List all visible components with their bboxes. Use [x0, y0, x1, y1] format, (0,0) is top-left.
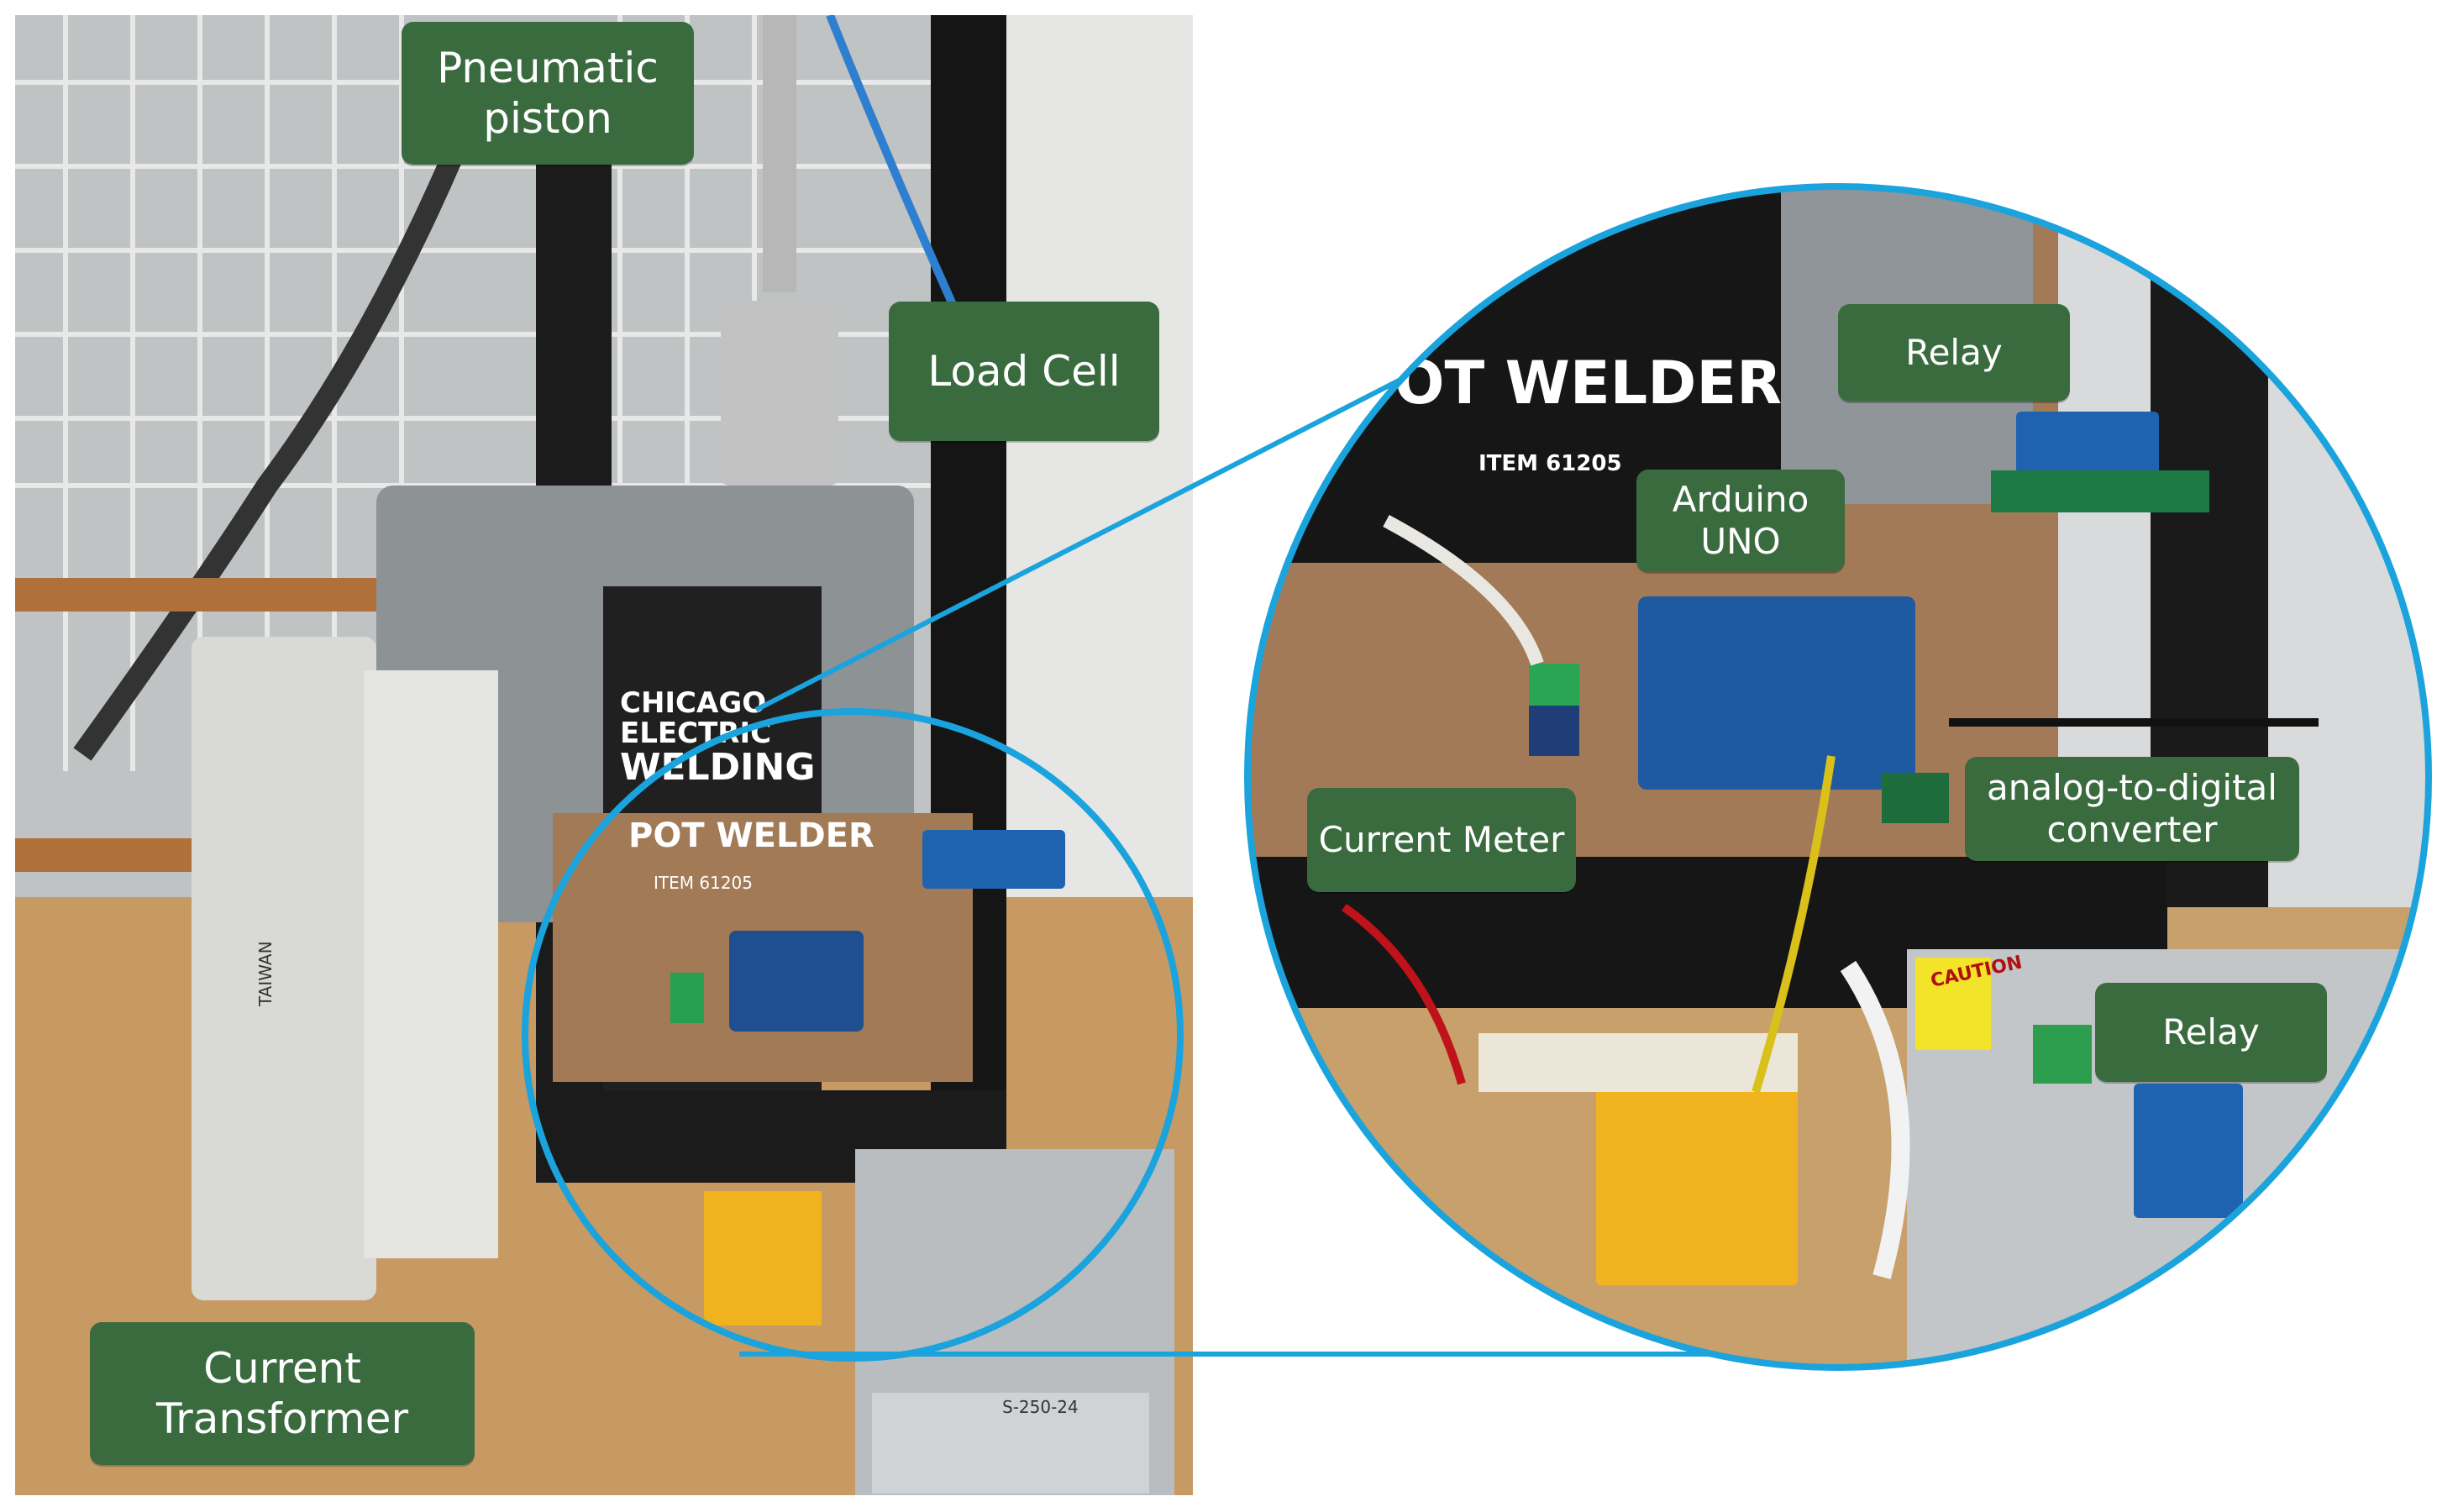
- welder-item-text: ITEM 61205: [654, 873, 753, 893]
- label-relay-top: Relay: [1838, 304, 2070, 402]
- zoom-item-text: ITEM 61205: [1478, 451, 1622, 476]
- connector-line-top: [754, 359, 1438, 712]
- label-relay-bottom: Relay: [2095, 983, 2327, 1082]
- psu-model-text: S-250-24: [1002, 1397, 1079, 1417]
- label-load-cell-text: Load Cell: [927, 347, 1121, 396]
- zoom-welder-text: OT WELDER: [1394, 349, 1782, 417]
- label-pneumatic-piston-text: Pneumatic piston: [437, 44, 659, 143]
- label-relay-top-text: Relay: [1905, 331, 2003, 373]
- welder-brand-text-2: ELECTRIC: [620, 717, 771, 750]
- label-arduino-uno: Arduino UNO: [1636, 470, 1845, 572]
- welder-model-text: POT WELDER: [628, 816, 874, 855]
- label-arduino-uno-text: Arduino UNO: [1672, 478, 1809, 562]
- label-load-cell: Load Cell: [889, 302, 1159, 441]
- main-photo-drawing: CHICAGO ELECTRIC WELDING POT WELDER ITEM…: [15, 15, 1193, 1495]
- label-current-transformer-text: Current Transformer: [155, 1344, 409, 1443]
- label-relay-bottom-text: Relay: [2162, 1011, 2260, 1053]
- label-pneumatic-piston: Pneumatic piston: [402, 22, 694, 165]
- label-current-meter-text: Current Meter: [1318, 818, 1565, 860]
- welder-brand-text-1: CHICAGO: [620, 686, 766, 720]
- large-zoom-circle: [1244, 183, 2432, 1371]
- main-photo: CHICAGO ELECTRIC WELDING POT WELDER ITEM…: [15, 15, 1193, 1495]
- label-current-transformer: Current Transformer: [90, 1322, 475, 1465]
- ct-brand-text: TAIWAN: [255, 941, 276, 1007]
- label-adc: analog-to-digital converter: [1965, 757, 2299, 861]
- label-adc-text: analog-to-digital converter: [1987, 766, 2277, 850]
- label-current-meter: Current Meter: [1307, 788, 1576, 892]
- small-zoom-circle: [522, 708, 1184, 1362]
